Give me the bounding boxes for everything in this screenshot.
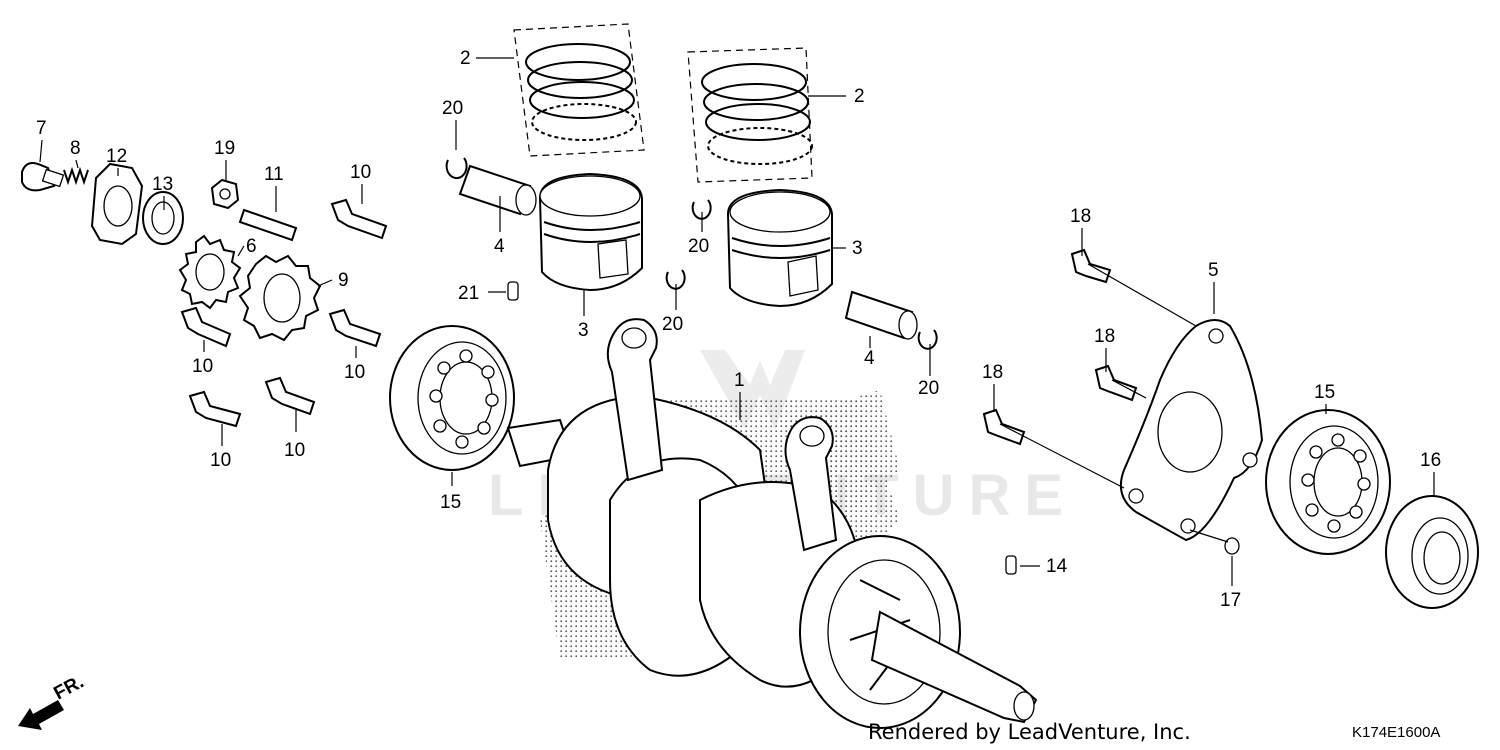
callout-15-b: 15 bbox=[1314, 382, 1335, 403]
callout-labels: 7 8 12 13 19 11 10 6 9 10 10 10 10 2 2 2… bbox=[36, 48, 1441, 611]
callout-2-a: 2 bbox=[460, 48, 471, 69]
part-15-bearing-left[interactable] bbox=[389, 325, 515, 471]
front-label: FR. bbox=[50, 672, 87, 705]
part-17-washer[interactable] bbox=[1224, 537, 1240, 555]
part-10-bolt-b[interactable] bbox=[180, 306, 232, 348]
part-10-bolt-a[interactable] bbox=[330, 198, 388, 240]
part-19-nut[interactable] bbox=[210, 178, 240, 210]
part-5-bearing-holder-plate[interactable] bbox=[1120, 319, 1264, 542]
part-6-gear[interactable] bbox=[178, 234, 242, 310]
part-3-piston-left[interactable] bbox=[538, 172, 643, 292]
part-10-bolt-c[interactable] bbox=[328, 308, 382, 348]
part-7-bolt[interactable] bbox=[21, 162, 65, 192]
callout-20-d: 20 bbox=[918, 378, 939, 399]
part-20-clip-b[interactable] bbox=[691, 199, 712, 220]
callout-11: 11 bbox=[264, 164, 284, 185]
part-2-piston-ring-set-left[interactable] bbox=[513, 23, 645, 157]
front-direction-indicator: FR. bbox=[18, 672, 87, 730]
callout-17: 17 bbox=[1220, 590, 1241, 611]
part-13-washer[interactable] bbox=[142, 191, 184, 245]
callout-10-d: 10 bbox=[210, 450, 231, 471]
callout-10-a: 10 bbox=[350, 162, 371, 183]
callout-20-c: 20 bbox=[662, 314, 683, 335]
callout-21: 21 bbox=[458, 283, 479, 304]
part-10-bolt-d[interactable] bbox=[188, 390, 242, 428]
part-10-bolt-e[interactable] bbox=[264, 376, 316, 416]
part-18-bolt-b[interactable] bbox=[1094, 364, 1138, 402]
callout-1: 1 bbox=[734, 370, 745, 391]
part-4-piston-pin-left[interactable] bbox=[458, 164, 537, 216]
callout-6: 6 bbox=[246, 236, 257, 257]
part-12-nut[interactable] bbox=[90, 162, 144, 246]
part-3-piston-right[interactable] bbox=[726, 188, 833, 308]
callout-18-c: 18 bbox=[982, 362, 1003, 383]
callout-3-a: 3 bbox=[578, 320, 589, 341]
callout-5: 5 bbox=[1208, 260, 1219, 281]
part-16-oil-seal[interactable] bbox=[1385, 495, 1479, 609]
callout-4-a: 4 bbox=[494, 236, 505, 257]
part-18-bolt-c[interactable] bbox=[982, 408, 1026, 446]
part-2-piston-ring-set-right[interactable] bbox=[687, 47, 813, 183]
part-21-dowel[interactable] bbox=[507, 281, 519, 301]
callout-10-c: 10 bbox=[344, 362, 365, 383]
part-4-piston-pin-right[interactable] bbox=[844, 290, 918, 340]
part-20-clip-a[interactable] bbox=[445, 157, 468, 180]
callout-8: 8 bbox=[70, 138, 81, 159]
callout-7: 7 bbox=[36, 118, 47, 139]
callout-20-a: 20 bbox=[442, 98, 463, 119]
leader-lines bbox=[39, 57, 1435, 586]
part-1-crankshaft[interactable] bbox=[506, 390, 1038, 729]
callout-9: 9 bbox=[338, 270, 349, 291]
part-20-clip-c[interactable] bbox=[665, 269, 686, 290]
callout-4-b: 4 bbox=[864, 348, 875, 369]
callout-15-a: 15 bbox=[440, 492, 461, 513]
callout-14: 14 bbox=[1046, 556, 1068, 577]
callout-3-b: 3 bbox=[852, 238, 863, 259]
callout-12: 12 bbox=[106, 146, 127, 167]
connecting-rod-left bbox=[606, 318, 664, 482]
callout-20-b: 20 bbox=[688, 236, 709, 257]
part-8-spring[interactable] bbox=[63, 166, 89, 186]
part-14-dowel[interactable] bbox=[1005, 555, 1017, 575]
render-credit: Rendered by LeadVenture, Inc. bbox=[868, 720, 1191, 744]
part-20-clip-d[interactable] bbox=[917, 329, 938, 350]
front-arrow-icon bbox=[18, 700, 64, 730]
part-11-stud[interactable] bbox=[238, 208, 298, 242]
callout-16: 16 bbox=[1420, 450, 1441, 471]
callout-2-b: 2 bbox=[854, 86, 865, 107]
callout-10-e: 10 bbox=[284, 440, 305, 461]
callout-19: 19 bbox=[214, 138, 235, 159]
diagram-code: K174E1600A bbox=[1352, 724, 1440, 741]
callout-18-a: 18 bbox=[1070, 206, 1091, 227]
part-9-gear[interactable] bbox=[238, 254, 322, 342]
connecting-rod-right bbox=[784, 416, 838, 552]
callout-10-b: 10 bbox=[192, 356, 213, 377]
callout-18-b: 18 bbox=[1094, 326, 1115, 347]
callout-13: 13 bbox=[152, 174, 173, 195]
part-15-bearing-right[interactable] bbox=[1265, 409, 1391, 555]
